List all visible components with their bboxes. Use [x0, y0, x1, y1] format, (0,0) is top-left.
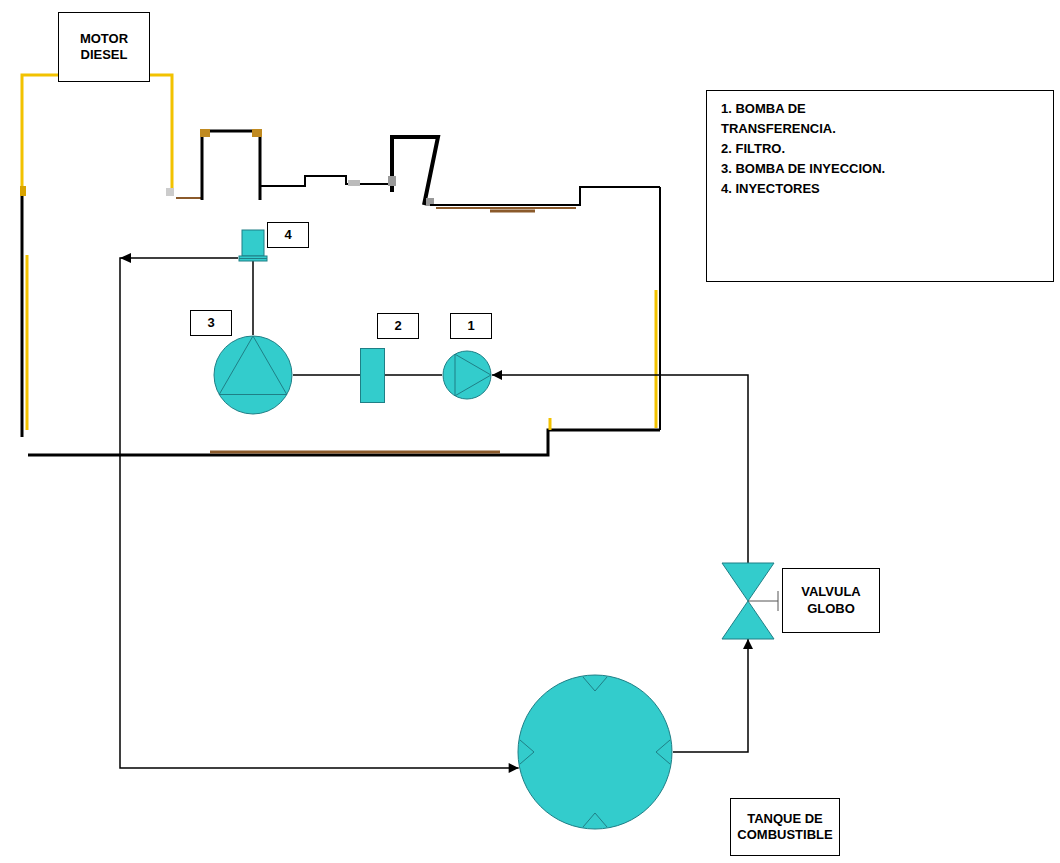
engine-base: [210, 451, 500, 454]
callout-box: 1: [450, 313, 492, 339]
transfer-pump: 1: [442, 350, 492, 400]
injector-line: [239, 258, 267, 259]
callout-box: 3: [190, 310, 232, 336]
callout-number: 2: [394, 318, 401, 334]
fuel-line: [492, 375, 748, 563]
key-entry: 1. BOMBA DE TRANSFERENCIA.: [721, 99, 906, 139]
injector-base: [239, 256, 267, 261]
label-box: VALVULA GLOBO: [782, 568, 880, 633]
engine-trim: [655, 290, 658, 428]
label-text: MOTOR DIESEL: [75, 31, 133, 64]
callout-box: 2: [377, 313, 419, 339]
callout-number: 3: [207, 315, 214, 331]
injector: 4: [238, 230, 268, 261]
engine-profile: [176, 197, 202, 199]
label-text: TANQUE DE COMBUSTIBLE: [737, 811, 833, 844]
key-entry: 4. INYECTORES: [721, 179, 906, 199]
filter-symbol: [361, 349, 385, 403]
shape-outline: [442, 350, 492, 400]
fuel-tank: TANQUE DE COMBUSTIBLE: [517, 674, 673, 830]
key-entry: 2. FILTRO.: [721, 139, 906, 159]
engine-profile: [490, 210, 535, 213]
engine-detail: [388, 176, 396, 186]
engine-detail: [348, 180, 360, 186]
pump-triangle: [219, 336, 287, 395]
callout-number: 1: [467, 318, 474, 334]
tank-marks: [520, 677, 670, 827]
fuel-line: [252, 261, 254, 335]
fuel-line: [673, 639, 748, 752]
key-box: 1. BOMBA DE TRANSFERENCIA.2. FILTRO.3. B…: [706, 90, 1054, 282]
pump-symbol: [443, 351, 491, 399]
engine-wall: [659, 187, 661, 430]
engine-detail: [252, 129, 262, 137]
shape-outline: [360, 348, 385, 403]
valve-handle: [748, 591, 778, 611]
injection-pump: 3: [213, 335, 293, 415]
engine-trim: [22, 75, 172, 190]
shape-outline: [213, 335, 293, 415]
callout-number: 4: [284, 227, 291, 243]
engine-profile: [202, 131, 260, 200]
globe-valve: VALVULA GLOBO: [722, 563, 774, 639]
engine-trim: [549, 418, 552, 430]
engine-wall: [21, 196, 24, 437]
shape-outline: [722, 563, 774, 639]
engine-profile: [260, 176, 392, 190]
engine-detail: [20, 186, 26, 196]
arrow-head: [120, 253, 131, 263]
title-box: MOTOR DIESEL: [58, 12, 150, 82]
tank-symbol: [518, 675, 672, 829]
engine-trim: [26, 255, 29, 430]
pump-symbol: [214, 336, 292, 414]
engine-profile: [392, 137, 438, 205]
shape-outline: [238, 230, 268, 261]
label-text: VALVULA GLOBO: [789, 584, 873, 617]
fuel-filter: 2: [360, 348, 385, 403]
engine-base: [28, 430, 660, 455]
callout-box: 4: [267, 222, 309, 248]
engine-profile: [430, 187, 660, 205]
key-entry: 3. BOMBA DE INYECCION.: [721, 159, 906, 179]
fuel-line: [120, 258, 519, 768]
engine-detail: [166, 188, 174, 196]
fuel-line: [385, 374, 442, 376]
label-box: TANQUE DE COMBUSTIBLE: [730, 798, 840, 856]
pump-triangle: [455, 354, 491, 396]
shape-outline: [517, 674, 673, 830]
injector-body: [242, 230, 264, 256]
fuel-line: [293, 374, 360, 376]
engine-detail: [200, 129, 210, 137]
engine-profile: [436, 207, 576, 209]
